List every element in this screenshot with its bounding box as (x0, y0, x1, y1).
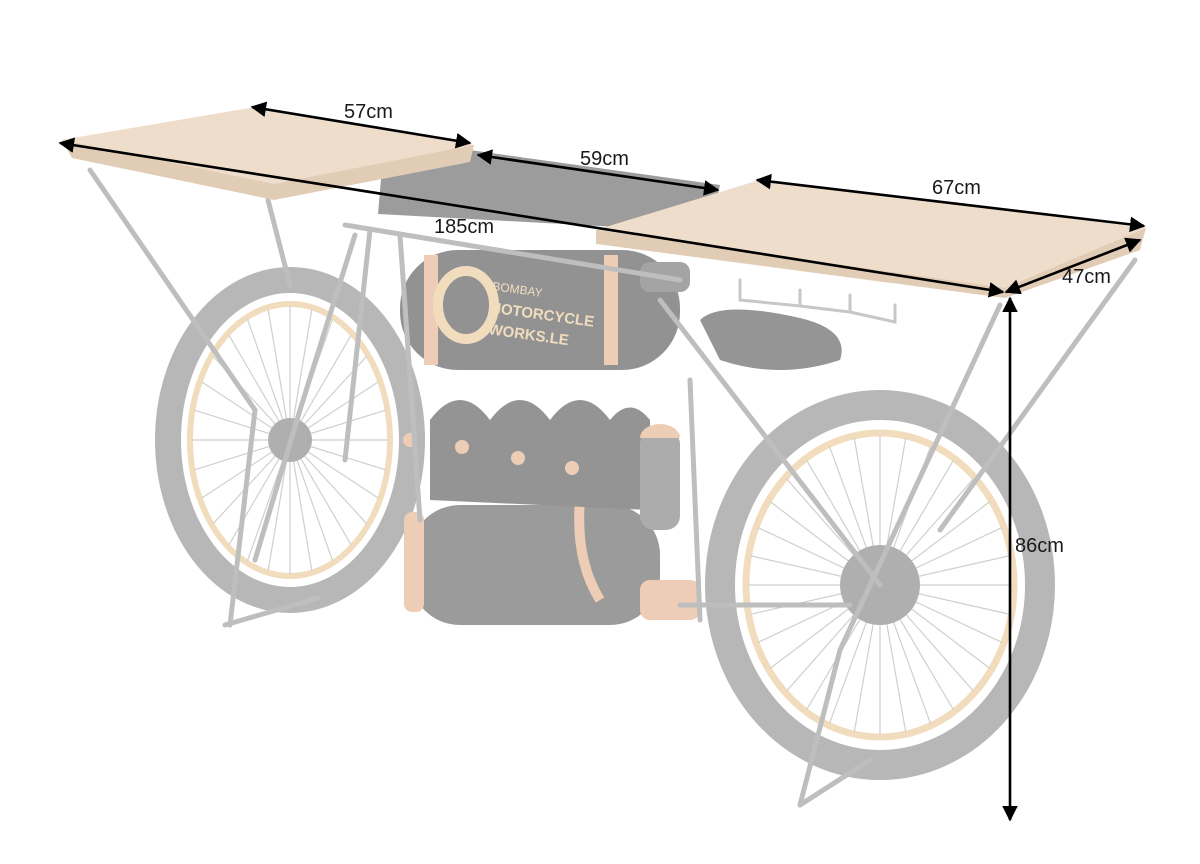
dimension-line-57 (250, 101, 472, 149)
label-57cm: 57cm (344, 101, 393, 123)
seat (700, 309, 842, 370)
label-67cm: 67cm (932, 177, 981, 199)
fuel-tank: BOMBAY MOTORCYCLE WORKS.LE (400, 250, 690, 370)
dimension-lines (58, 101, 1146, 822)
label-185cm: 185cm (434, 216, 494, 238)
label-86cm: 86cm (1015, 535, 1064, 557)
wine-rack (403, 400, 680, 530)
wheel-spoke (267, 309, 291, 441)
wheel-spoke (289, 309, 313, 441)
console-table-illustration: BOMBAY MOTORCYCLE WORKS.LE (62, 108, 1146, 808)
dimension-line-185 (58, 137, 1005, 298)
dimension-line-47 (1004, 237, 1142, 295)
wheel-spoke (289, 439, 313, 571)
label-47cm: 47cm (1062, 266, 1111, 288)
label-59cm: 59cm (580, 148, 629, 170)
dimension-labels: 57cm 59cm 67cm 185cm 47cm 86cm (344, 101, 1111, 557)
exhaust-cylinder (404, 499, 700, 625)
